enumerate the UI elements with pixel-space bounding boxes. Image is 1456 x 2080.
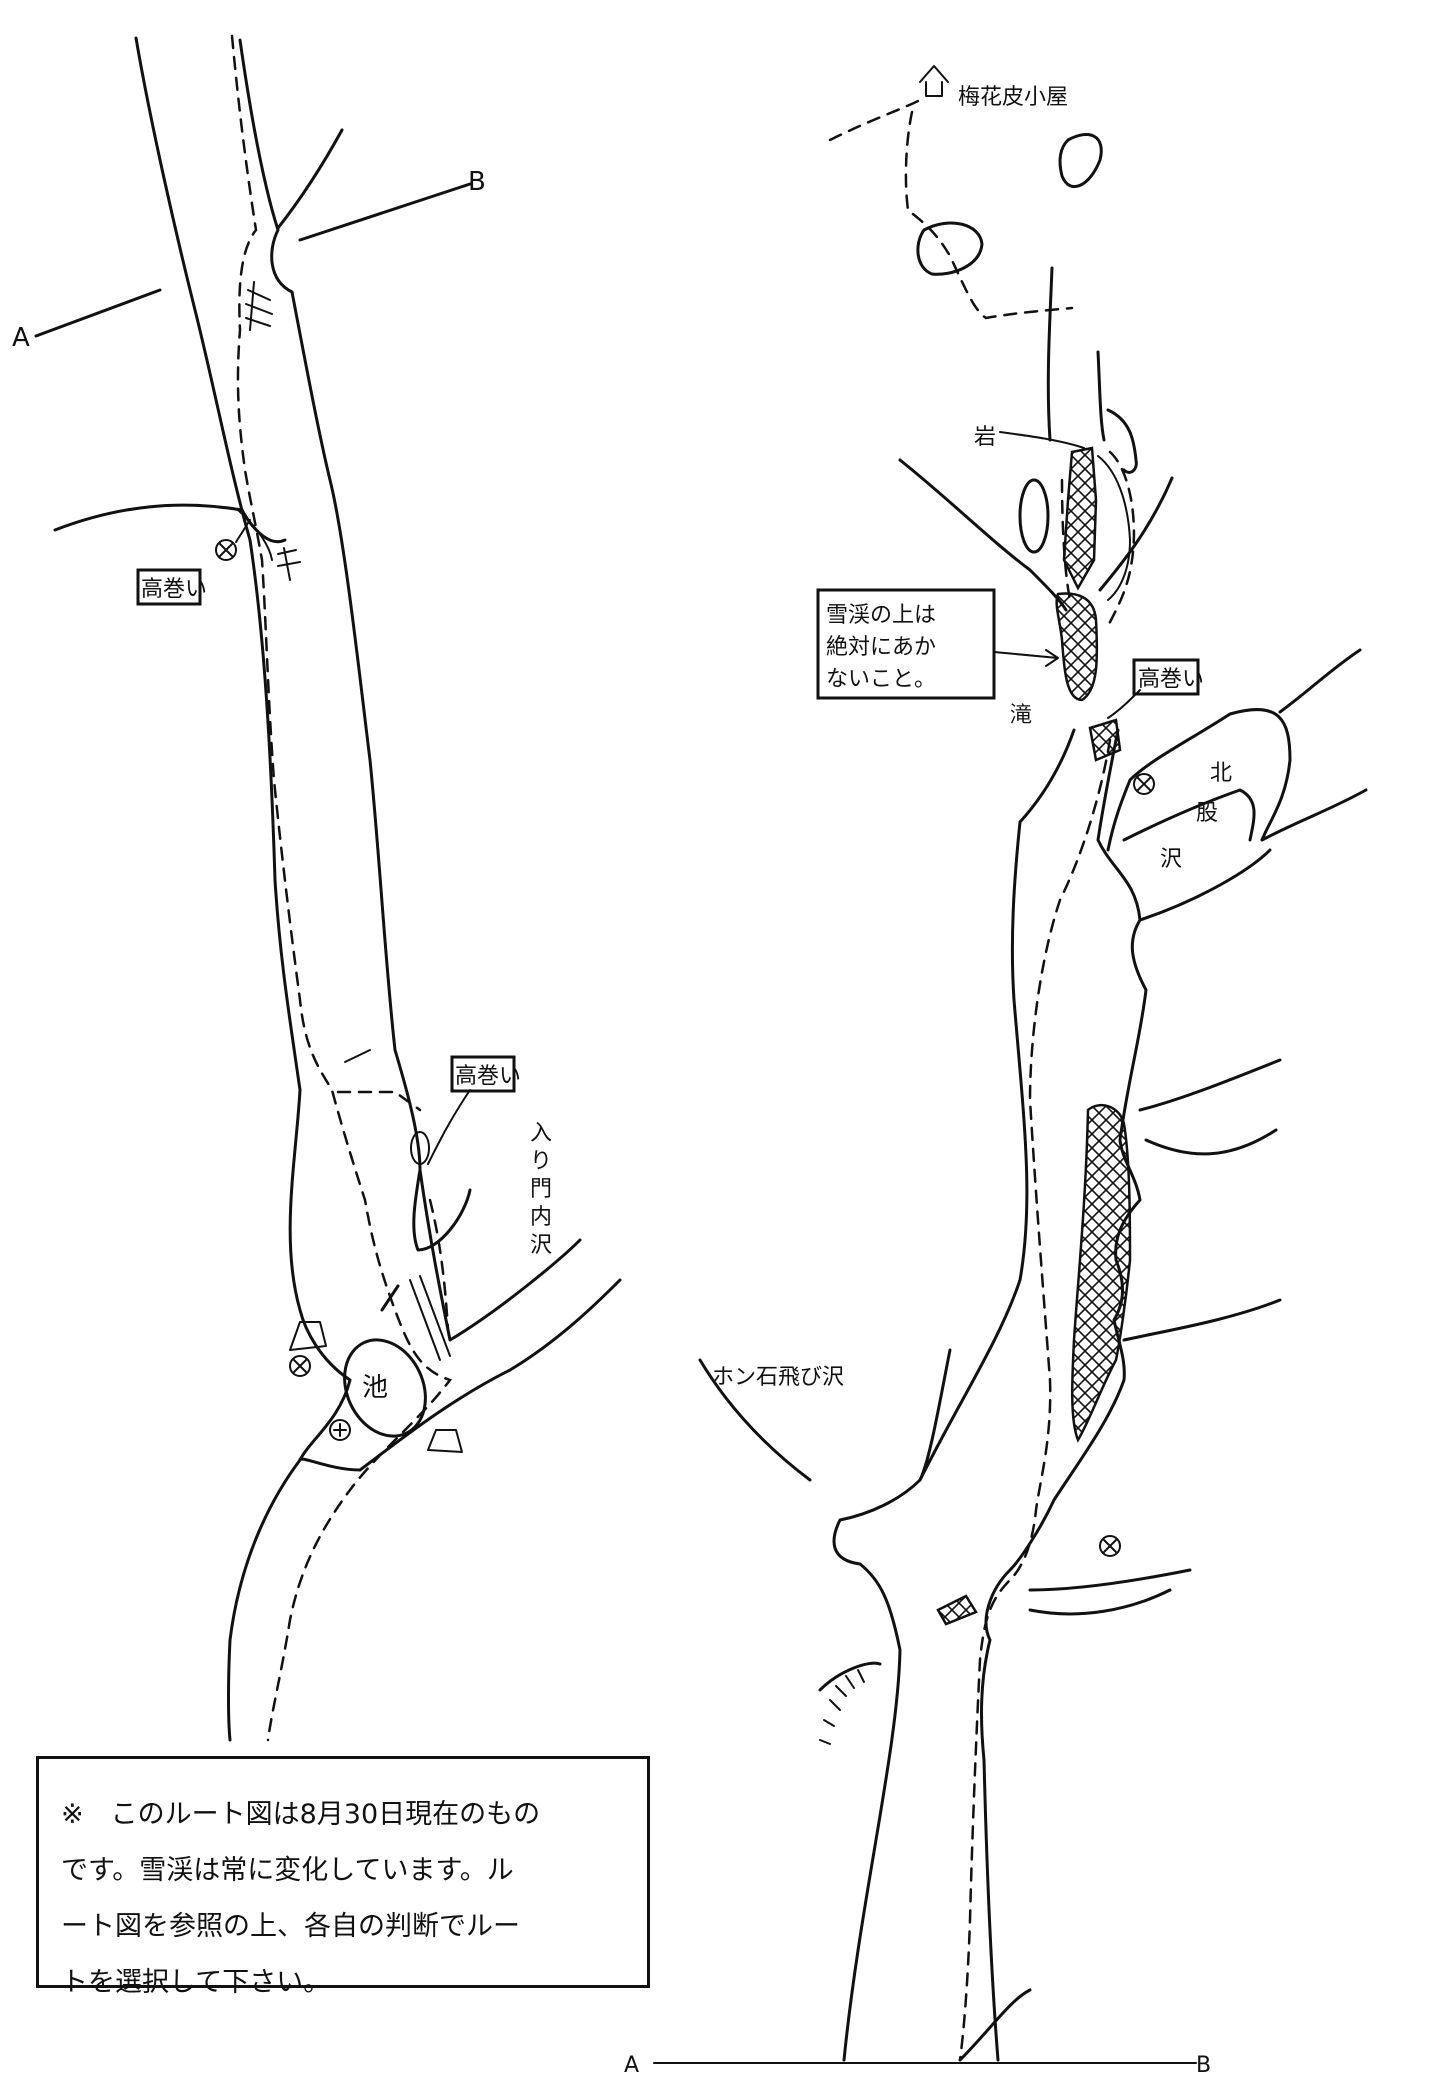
hut-icon <box>919 65 949 97</box>
detour-label: 高巻い <box>141 577 207 602</box>
snow-crossing <box>1088 718 1122 762</box>
confluence-west <box>227 1088 352 1742</box>
right-bank-east <box>980 728 1148 2062</box>
section-label-a: A <box>12 323 30 353</box>
svg-text:り: り <box>530 1149 552 1174</box>
tent-icon <box>427 1429 463 1453</box>
svg-text:内: 内 <box>530 1205 552 1230</box>
snow-field-upper <box>1062 446 1098 591</box>
caution-symbol-icon <box>1133 773 1155 795</box>
kitamata-saw-label: 北 股 沢 <box>1160 761 1232 872</box>
detour-label: 高巻い <box>1138 667 1204 692</box>
svg-text:入: 入 <box>530 1121 552 1146</box>
tent-mark-icon <box>329 1419 351 1441</box>
confluence-east <box>393 1048 582 1342</box>
snow-crossing <box>936 1594 978 1626</box>
caution-symbol-icon <box>1099 1535 1121 1557</box>
svg-text:股: 股 <box>1196 801 1218 826</box>
right-bank-west <box>832 728 1076 2062</box>
waterfall-label: 滝 <box>1010 703 1032 728</box>
notice-line: ※ このルート図は8月30日現在のもの <box>61 1799 541 1830</box>
pond <box>343 1338 427 1438</box>
svg-text:沢: 沢 <box>1160 847 1182 872</box>
caution-symbol-icon <box>289 1355 311 1377</box>
svg-text:北: 北 <box>1210 761 1232 786</box>
left-valley: A B 高巻い 高巻い 入 り 門 内 沢 <box>12 34 622 1742</box>
route-left <box>230 34 453 1742</box>
notice-line: ート図を参照の上、各自の判断でルー <box>61 1911 520 1942</box>
tent-icon <box>289 1321 327 1351</box>
notice-line: です。雪渓は常に変化しています。ル <box>61 1855 514 1886</box>
snow-field-gorge <box>1055 592 1099 702</box>
section-label-b: B <box>1196 2053 1211 2078</box>
warning-line: ないこと。 <box>826 667 936 692</box>
warning-line: 雪渓の上は <box>826 603 936 628</box>
pond-label: 池 <box>362 1373 388 1403</box>
right-valley: 梅花皮小屋 岩 雪渓の上は 絶対にあか ないこと。 滝 高巻い <box>624 65 1368 2078</box>
rock-label: 岩 <box>974 425 996 450</box>
notice-line: トを選択して下さい。 <box>61 1967 331 1998</box>
snow-field-lower <box>1070 1104 1132 1443</box>
hut-label: 梅花皮小屋 <box>958 85 1068 110</box>
section-label-a: A <box>624 2053 639 2078</box>
left-bank-east <box>238 38 397 1052</box>
notice-box: ※ このルート図は8月30日現在のもの です。雪渓は常に変化しています。ル ート… <box>36 1756 650 1998</box>
svg-text:門: 門 <box>530 1177 552 1202</box>
left-bank-west <box>134 36 302 1092</box>
honishi-saw-label: ホン石飛び沢 <box>712 1365 844 1390</box>
warning-line: 絶対にあか <box>826 635 936 660</box>
svg-text:沢: 沢 <box>530 1233 552 1258</box>
detour-label: 高巻い <box>455 1064 521 1089</box>
section-label-b: B <box>468 167 486 197</box>
irimon-saw-label: 入 り 門 内 沢 <box>530 1121 552 1258</box>
caution-symbol-icon <box>215 539 237 561</box>
